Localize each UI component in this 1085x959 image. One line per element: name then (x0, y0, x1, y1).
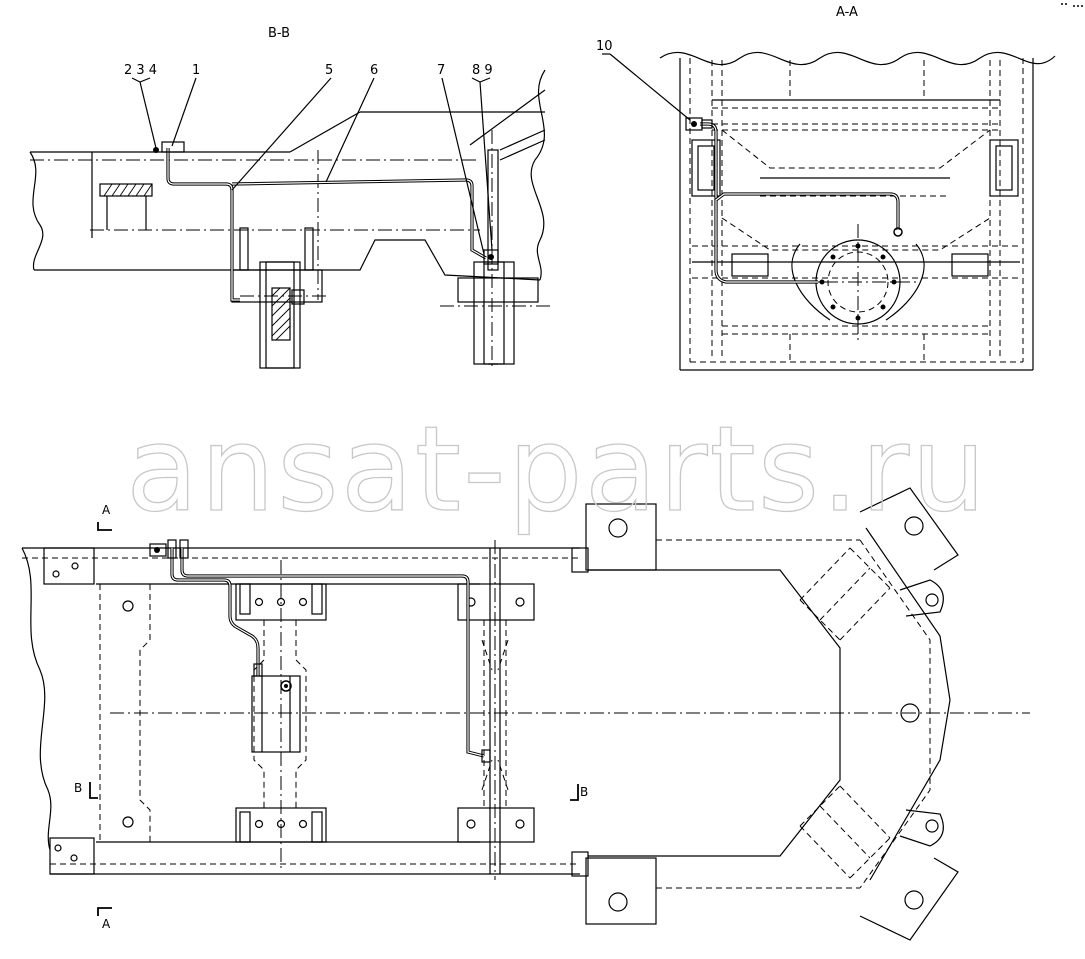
front-frame (571, 487, 959, 941)
section-mark-a-bottom: A (102, 917, 111, 931)
hydraulic-pipe-plan (149, 539, 491, 763)
section-mark-b-right: B (580, 785, 588, 799)
callout-7: 7 (437, 63, 445, 78)
wheel-assembly-left (231, 227, 330, 369)
view-aa-title: A-A (836, 5, 858, 20)
cross-member-right (457, 540, 535, 880)
break-line (21, 547, 52, 851)
callout-5: 5 (325, 63, 333, 78)
section-mark-b-left: B (74, 781, 82, 795)
hydraulic-pipe-aa (685, 117, 903, 284)
cross-member-left (235, 560, 327, 870)
callout-10: 10 (596, 39, 613, 54)
callout-6: 6 (370, 63, 378, 78)
wheel-assembly-right (440, 149, 550, 365)
view-bb: B-B (29, 26, 550, 370)
callout-8-9: 8 9 (472, 63, 493, 78)
break-line (530, 69, 546, 281)
callout-2-3-4: 2 3 4 (124, 63, 157, 78)
break-line (659, 51, 1056, 66)
section-marks: A A B B (74, 503, 588, 931)
callout-1: 1 (192, 63, 200, 78)
corner-mark (1061, 3, 1083, 7)
hydraulic-pipe-bb (153, 141, 499, 302)
view-aa: A-A (596, 5, 1056, 371)
callouts-bb: 2 3 4 1 5 6 7 8 9 (124, 63, 493, 255)
view-bb-title: B-B (268, 26, 290, 41)
section-mark-a-top: A (102, 503, 111, 517)
break-line (29, 151, 44, 271)
plan-view: A A B B (21, 487, 1030, 941)
watermark: ansat-parts.ru (126, 400, 988, 538)
hatched-support (99, 183, 153, 197)
